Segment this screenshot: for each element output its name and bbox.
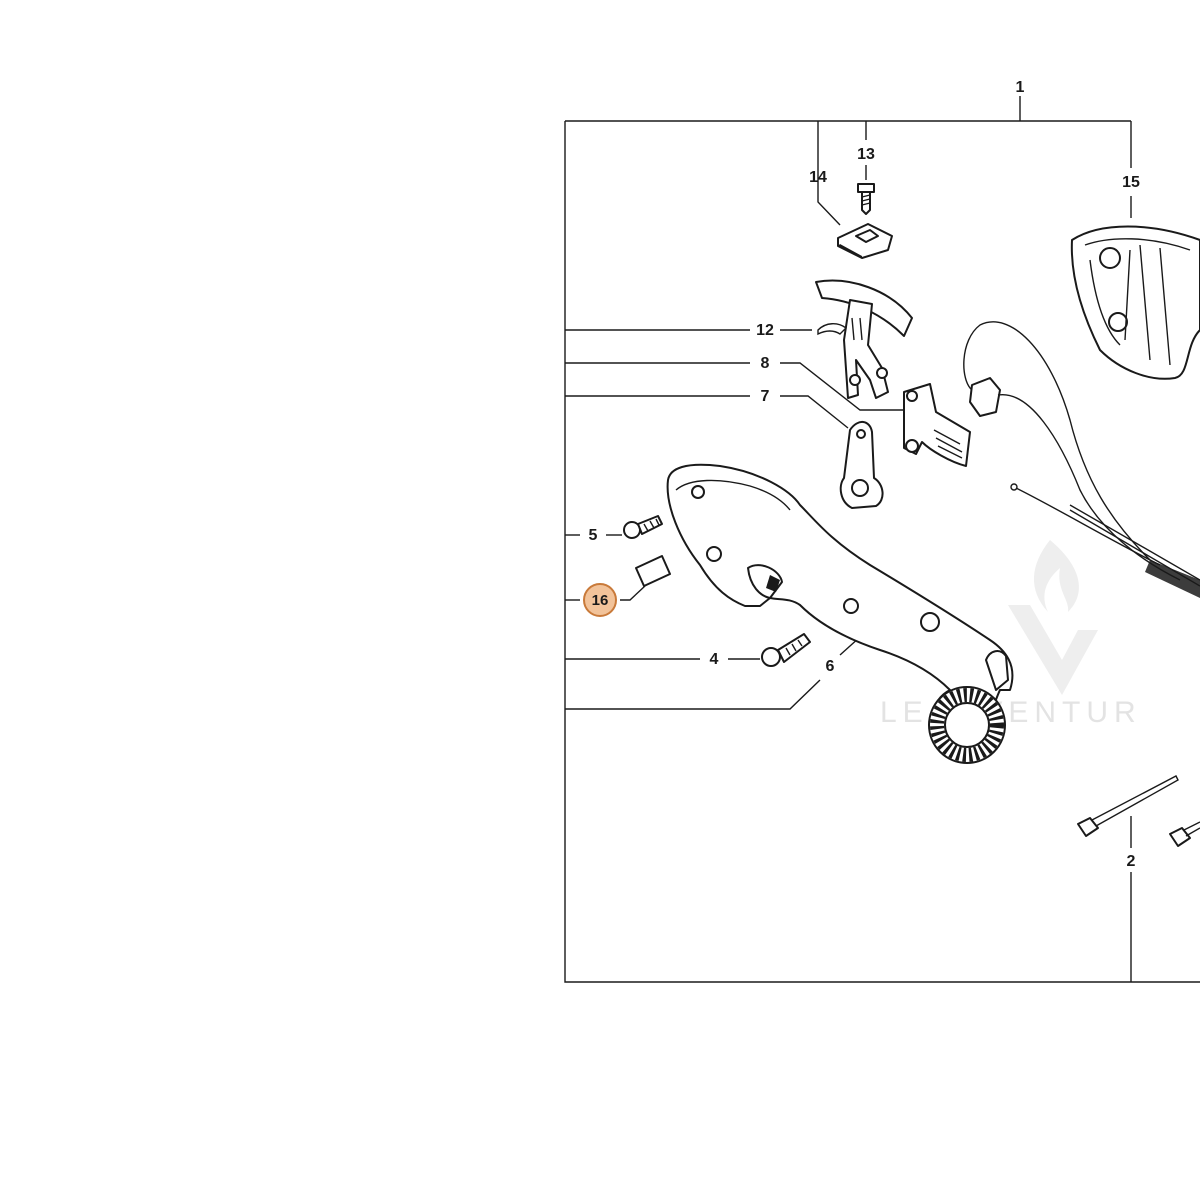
part-7-trigger [839, 421, 884, 509]
handle-grip-ring [928, 686, 1006, 764]
callout-16-highlight: 16 [583, 583, 617, 617]
callout-13: 13 [857, 146, 875, 163]
callout-15: 15 [1122, 174, 1140, 191]
callout-1: 1 [1016, 79, 1025, 96]
callout-16: 16 [592, 592, 609, 609]
watermark-flame-icon [1033, 540, 1080, 612]
callout-2: 2 [1127, 853, 1136, 870]
callout-8: 8 [761, 355, 770, 372]
part-12-throttle-lever [815, 279, 913, 399]
group-bracket [564, 96, 1200, 983]
callout-labels: 1 13 14 15 12 8 7 5 4 6 2 16 [583, 79, 1140, 870]
part-15-cover [1070, 225, 1200, 380]
wire-harness [963, 321, 1200, 598]
watermark-text: LEADVENTUR [880, 696, 1142, 729]
part-2-cable-ties [1077, 775, 1200, 847]
callout-5: 5 [589, 527, 598, 544]
part-16-label [635, 555, 671, 587]
callout-14: 14 [809, 169, 827, 186]
part-14-clip [837, 223, 893, 259]
callout-6: 6 [826, 658, 835, 675]
watermark: LEADVENTUR [880, 540, 1142, 729]
part-8-lock-lever [903, 383, 971, 467]
callout-4: 4 [710, 651, 719, 668]
callout-7: 7 [761, 388, 770, 405]
callout-16-badge [583, 583, 617, 617]
watermark-v-icon [1008, 605, 1098, 695]
part-13-screw [857, 183, 875, 215]
part-6-handle-housing [666, 463, 1014, 764]
callout-12: 12 [756, 322, 774, 339]
part-5-screw [623, 515, 663, 539]
part-4-screw [761, 633, 811, 667]
